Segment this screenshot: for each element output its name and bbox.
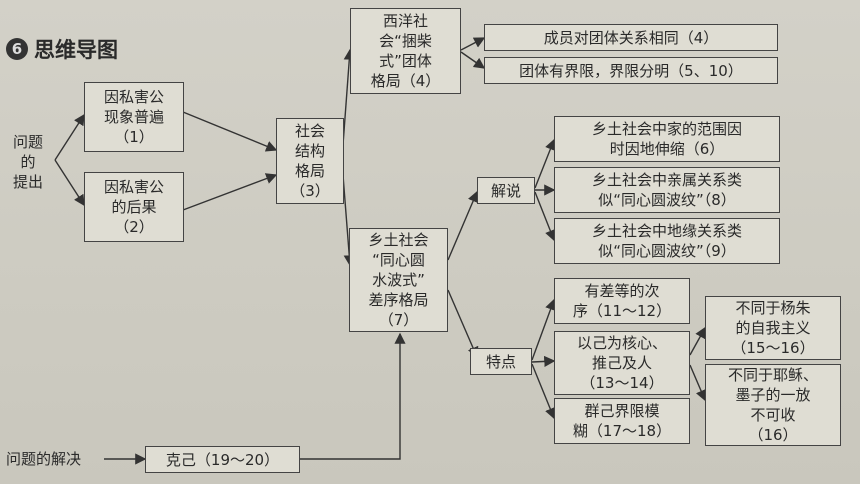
node-member-relation-same: 成员对团体关系相同（4） <box>484 24 778 51</box>
question-label: 问题 的 提出 <box>12 133 43 191</box>
arrow-n1-to-n3 <box>182 111 278 152</box>
arrow-question-to-n2 <box>54 159 85 207</box>
arrow-explain-to-e1 <box>534 138 556 189</box>
node-unlike-jesus-mozi: 不同于耶稣、 墨子的一放 不可收 （16） <box>705 364 841 446</box>
arrow-n3-to-n4 <box>342 48 355 146</box>
solution-label: 问题的解决 <box>6 450 82 468</box>
arrow-n4-to-n4b <box>460 51 486 69</box>
arrow-feature-to-f2 <box>531 355 556 368</box>
node-group-boundary: 团体有界限，界限分明（5、10） <box>484 57 778 84</box>
arrow-n3-to-n5 <box>342 174 355 267</box>
node-public-harm-consequence: 因私害公 的后果 （2） <box>84 172 184 242</box>
arrow-n5-to-feature <box>447 289 479 359</box>
node-kinship-ripple: 乡土社会中亲属关系类 似“同心圆波纹”（8） <box>554 167 780 213</box>
node-self-restraint: 克己（19～20） <box>145 446 300 473</box>
node-explanation: 解说 <box>477 177 535 204</box>
section-title-text: 思维导图 <box>34 38 118 62</box>
section-title: 6 思维导图 <box>6 34 118 64</box>
node-public-harm-common: 因私害公 现象普遍 （1） <box>84 82 184 152</box>
node-ordered-hierarchy: 有差等的次 序（11～12） <box>554 278 690 324</box>
node-blurred-boundary: 群己界限模 糊（17～18） <box>554 398 690 444</box>
arrow-explain-to-e3 <box>534 191 556 242</box>
node-features: 特点 <box>470 348 532 375</box>
node-social-structure: 社会 结构 格局 （3） <box>276 118 344 204</box>
node-locality-ripple: 乡土社会中地缘关系类 似“同心圆波纹”（9） <box>554 218 780 264</box>
arrow-n5-to-explain <box>447 190 479 261</box>
arrow-n2-to-n3 <box>182 173 278 211</box>
arrow-n6-to-n5 <box>300 332 406 460</box>
arrow-n4-to-n4a <box>460 37 486 51</box>
node-unlike-yangzhu: 不同于杨朱 的自我主义 （15～16） <box>705 296 841 360</box>
arrow-question-to-n1 <box>54 113 85 161</box>
node-family-range: 乡土社会中家的范围因 时因地伸缩（6） <box>554 116 780 162</box>
node-western-group-pattern: 西洋社 会“捆柴 式”团体 格局（4） <box>350 8 461 94</box>
arrow-f2-to-g1 <box>689 326 706 356</box>
arrow-feature-to-f3 <box>531 363 556 420</box>
section-number-badge: 6 <box>6 38 28 60</box>
arrow-feature-to-f1 <box>531 298 556 361</box>
arrow-f2-to-g2 <box>689 364 707 402</box>
node-differential-pattern: 乡土社会 “同心圆 水波式” 差序格局 （7） <box>349 228 448 332</box>
node-self-centered: 以己为核心、 推己及人 （13～14） <box>554 331 690 395</box>
